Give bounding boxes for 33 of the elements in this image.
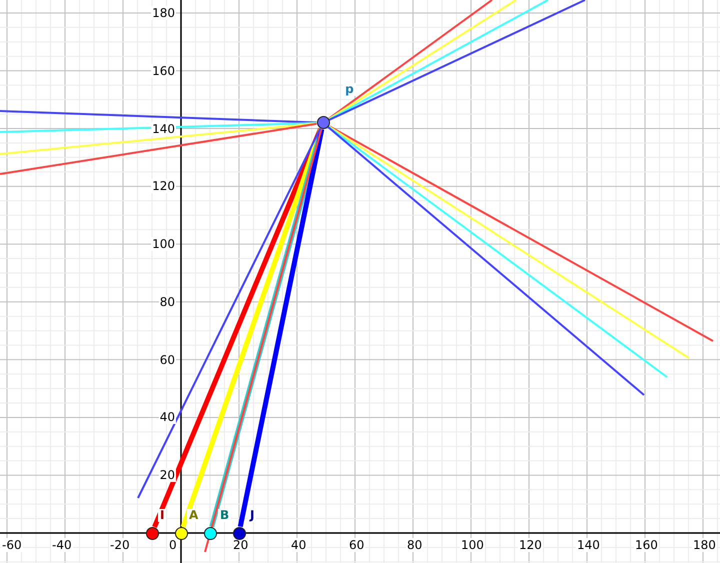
tick-label: 140 xyxy=(576,538,601,552)
tick-label: -60 xyxy=(1,538,23,552)
tick-label: 180 xyxy=(151,6,176,20)
tick-label: 100 xyxy=(151,237,176,252)
tick-label: 60 xyxy=(348,538,366,552)
point-label: p xyxy=(343,82,356,96)
point-label: B xyxy=(218,509,232,522)
tick-label: 0 xyxy=(168,538,178,552)
tick-label: 40 xyxy=(290,538,308,552)
line xyxy=(0,122,317,155)
tick-label: 160 xyxy=(151,64,176,78)
point-label: A xyxy=(187,509,200,522)
tick-label: 60 xyxy=(158,352,176,367)
line xyxy=(0,122,317,133)
tick-label: -40 xyxy=(51,538,73,552)
tick-label: 140 xyxy=(151,122,176,136)
tick-label: 180 xyxy=(692,538,717,552)
tick-label: 120 xyxy=(518,538,543,552)
tick-label: 80 xyxy=(406,538,424,552)
tick-label: 80 xyxy=(158,294,176,309)
line xyxy=(238,128,324,528)
tick-label: 20 xyxy=(158,468,176,482)
tick-label: 120 xyxy=(151,179,176,194)
point-label: J xyxy=(248,509,256,522)
tick-label: 20 xyxy=(232,538,250,552)
tick-label: 160 xyxy=(634,538,659,552)
line xyxy=(137,128,322,498)
point-label: I xyxy=(158,509,166,522)
tick-label: 100 xyxy=(460,538,485,552)
line xyxy=(0,110,317,124)
tick-label: -20 xyxy=(109,538,131,552)
line xyxy=(0,122,317,175)
tick-label: 40 xyxy=(158,410,176,424)
